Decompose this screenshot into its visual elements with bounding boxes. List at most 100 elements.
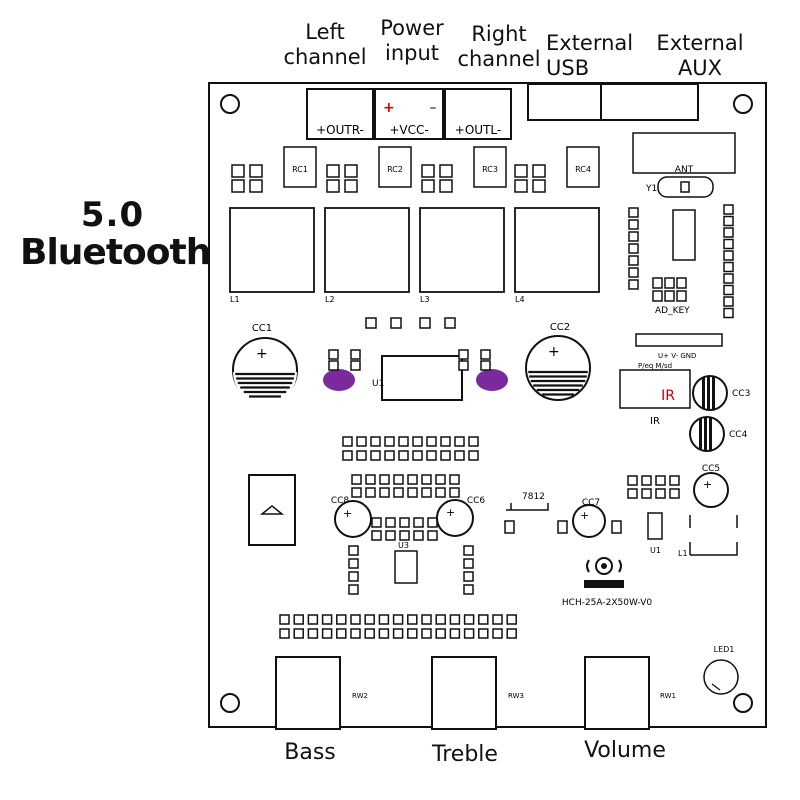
smd-pad [348,571,359,582]
inductor-label: L4 [515,295,525,304]
smd-pad [514,179,528,193]
svg-text:U1: U1 [650,546,661,555]
smd-pad [454,436,465,447]
smd-pad [370,450,381,461]
smd-pad [652,290,663,302]
inductor [514,207,600,293]
smd-pad [348,558,359,569]
smd-pad [628,243,639,254]
smd-pad [344,164,358,178]
smd-pad [463,545,474,556]
reg-label: 7812 [522,492,545,502]
svg-text:IR: IR [650,416,660,427]
bluetooth-word: Bluetooth [20,231,211,273]
svg-text:CC6: CC6 [467,496,486,506]
smd-pad [480,360,491,371]
svg-text:IR: IR [661,388,675,404]
smd-pad [328,360,339,371]
usb-port [527,83,602,121]
rc-label: RC4 [575,165,591,174]
smd-pad [364,614,375,625]
smd-pad [392,614,404,625]
pad-left [323,369,355,391]
svg-text:U3: U3 [398,541,409,550]
svg-text:–: – [430,100,437,116]
pad-right [476,369,508,391]
smd-pad [307,614,319,625]
smd-pad [365,317,377,329]
smd-pad [326,179,340,193]
smd-pad [664,277,675,289]
smd-pad [463,628,475,639]
smd-pad [723,273,734,284]
smd-pad [723,204,734,215]
port-label-line: USB [546,56,590,81]
smd-pad [676,277,687,289]
smd-pad [449,628,461,639]
smd-pad [378,628,390,639]
port-label-external-aux: External AUX [652,31,748,81]
svg-text:CC7: CC7 [582,498,600,508]
mount-hole [733,94,753,114]
smd-pad [427,517,438,528]
smd-pad [379,474,390,485]
rc-block [473,146,507,188]
terminal-vcc: + – +VCC- [374,88,444,140]
smd-pad [342,436,353,447]
smd-pad [385,517,396,528]
smd-pad [421,487,432,498]
inductor [229,207,315,293]
smd-pad [350,360,361,371]
smd-pad [326,164,340,178]
smd-pad [399,517,410,528]
antenna [632,132,736,174]
port-label-line: input [384,41,440,66]
smd-pad [307,628,319,639]
smd-pad [723,307,734,319]
smd-pad [384,450,395,461]
smd-pad [427,530,438,541]
knob-label-bass: Bass [284,740,336,765]
smd-pad [478,628,489,639]
svg-text:+VCC-: +VCC- [389,123,428,137]
svg-text:CC5: CC5 [702,464,720,474]
smd-pad [458,360,469,371]
smd-pad [421,614,432,625]
smd-pad [321,614,333,625]
svg-text:+OUTR-: +OUTR- [316,123,364,137]
smd-pad [407,628,418,639]
smd-pad [393,487,404,498]
svg-text:U+ V- GND: U+ V- GND [658,352,696,360]
smd-pad [439,164,453,178]
smd-pad [384,436,395,447]
smd-pad [627,475,638,486]
smd-pad [444,317,456,329]
smd-pad [723,238,734,250]
port-label-left-channel: Left channel [280,20,370,70]
smd-pad [628,219,639,230]
smd-pad [440,450,451,461]
smd-pad [365,487,376,498]
bluetooth-version: 5.0 [80,195,145,235]
smd-pad [492,614,503,625]
smd-pad [399,530,410,541]
svg-text:+: + [383,100,395,116]
mount-hole [220,94,240,114]
smd-pad [412,450,423,461]
svg-text:CC4: CC4 [729,430,748,440]
smd-pad [669,475,680,486]
smd-pad [356,436,367,447]
svg-text:U1: U1 [372,379,384,389]
cap-cc8: + CC8 [331,496,372,538]
inductor-label: L3 [420,295,430,304]
cap-cc5: + CC5 [693,464,729,508]
smd-pad [506,614,517,625]
smd-pad [723,250,734,261]
smd-pad [506,628,517,639]
smd-pad [723,227,734,238]
port-label-line: AUX [677,56,723,81]
smd-pad [365,474,376,485]
smd-pad [628,231,639,242]
smd-pad [641,488,652,499]
ad-key-label: AD_KEY [655,306,690,316]
